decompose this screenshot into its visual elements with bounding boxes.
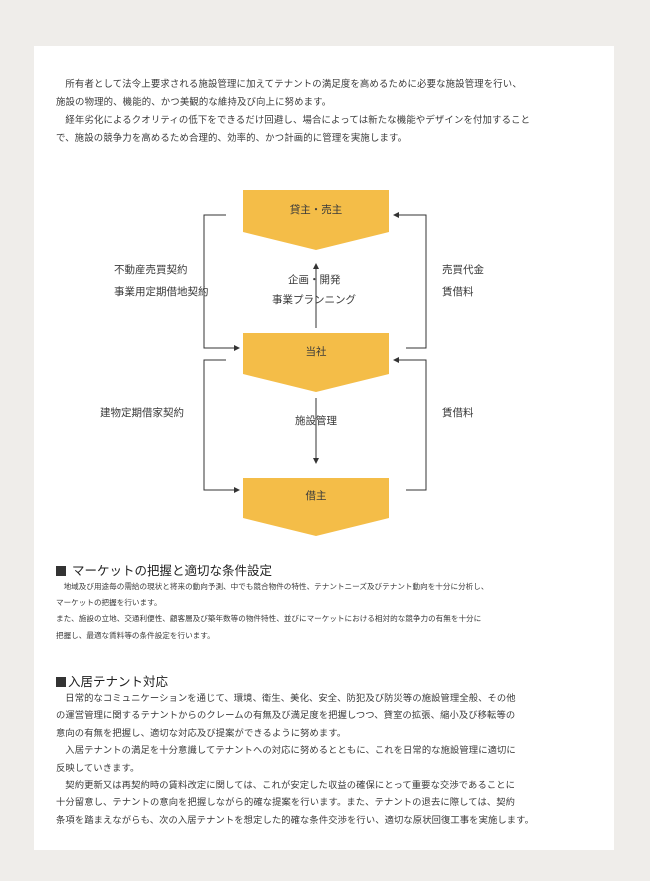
square-bullet-icon — [56, 566, 66, 576]
section1-line: また、施設の立地、交通利便性、顧客層及び築年数等の物件特性、並びにマーケットにお… — [56, 614, 482, 624]
section1-line: マーケットの把握を行います。 — [56, 598, 162, 608]
section2-line: 意向の有無を把握し、適切な対応及び提案ができるように努めます。 — [56, 727, 347, 739]
right-bottom-label: 賃借料 — [442, 407, 474, 419]
section2-line: 十分留意し、テナントの意向を把握しながら的確な提案を行います。また、テナントの退… — [56, 797, 516, 809]
intro-line: 所有者として法令上要求される施設管理に加えてテナントの満足度を高めるために必要な… — [65, 79, 522, 90]
section2-line: 反映していきます。 — [56, 762, 140, 774]
section2-body: 日常的なコミュニケーションを通じて、環境、衛生、美化、安全、防犯及び防災等の施設… — [56, 690, 596, 829]
section2-line: 条項を踏まえながらも、次の入居テナントを想定した的確な条件交渉を行い、適切な原状… — [56, 814, 535, 826]
center-top-label-2: 事業プランニング — [272, 294, 356, 306]
box-lessor-label: 貸主・売主 — [289, 204, 343, 216]
center-bottom-label: 施設管理 — [295, 415, 337, 427]
box-company-shape — [243, 333, 389, 392]
section1-title-text: マーケットの把握と適切な条件設定 — [72, 563, 273, 578]
intro-text: 所有者として法令上要求される施設管理に加えてテナントの満足度を高めるために必要な… — [56, 76, 596, 148]
box-tenant-label: 借主 — [305, 490, 327, 502]
right-top-label-2: 賃借料 — [442, 286, 474, 298]
right-bottom-connector — [393, 357, 427, 491]
section1-title: マーケットの把握と適切な条件設定 — [56, 560, 272, 579]
box-tenant-shape — [243, 478, 389, 536]
section2-line: 契約更新又は再契約時の賃料改定に関しては、これが安定した収益の確保にとって重要な… — [65, 780, 516, 792]
right-top-label-1: 売買代金 — [442, 264, 484, 276]
section2-line: の運営管理に関するテナントからのクレームの有無及び満足度を把握しつつ、貸室の拡張… — [56, 710, 516, 722]
left-top-connector — [203, 214, 240, 351]
section1-line: 地域及び用途毎の需給の現状と将来の動向予測、中でも競合物件の特性、テナントニーズ… — [63, 582, 489, 591]
intro-line: 経年劣化によるクオリティの低下をできるだけ回避し、場合によっては新たな機能やデザ… — [65, 115, 531, 126]
section2-title-text: 入居テナント対応 — [68, 674, 169, 689]
left-bottom-connector — [203, 359, 240, 493]
section2-title: 入居テナント対応 — [56, 671, 168, 690]
flow-diagram — [203, 190, 427, 536]
document-page: 所有者として法令上要求される施設管理に加えてテナントの満足度を高めるために必要な… — [34, 46, 614, 850]
section2-line: 入居テナントの満足を十分意識してテナントへの対応に努めるとともに、これを日常的な… — [65, 745, 516, 757]
box-company-label: 当社 — [305, 346, 327, 358]
square-bullet-icon — [56, 677, 66, 687]
section1-line: 把握し、最適な賃料等の条件設定を行います。 — [56, 630, 215, 640]
right-top-connector — [393, 212, 427, 349]
section1-body: 地域及び用途毎の需給の現状と将来の動向予測、中でも競合物件の特性、テナントニーズ… — [56, 579, 596, 644]
left-top-label-2: 事業用定期借地契約 — [114, 286, 209, 298]
box-lessor-shape — [243, 190, 389, 250]
intro-line: で、施設の競争力を高めるため合理的、効率的、かつ計画的に管理を実施します。 — [56, 133, 408, 144]
left-bottom-label: 建物定期借家契約 — [100, 407, 184, 419]
center-top-label-1: 企画・開発 — [288, 274, 341, 286]
section2-line: 日常的なコミュニケーションを通じて、環境、衛生、美化、安全、防犯及び防災等の施設… — [65, 693, 516, 704]
intro-line: 施設の物理的、機能的、かつ美観的な維持及び向上に努めます。 — [56, 97, 332, 108]
left-top-label-1: 不動産売買契約 — [114, 264, 188, 276]
